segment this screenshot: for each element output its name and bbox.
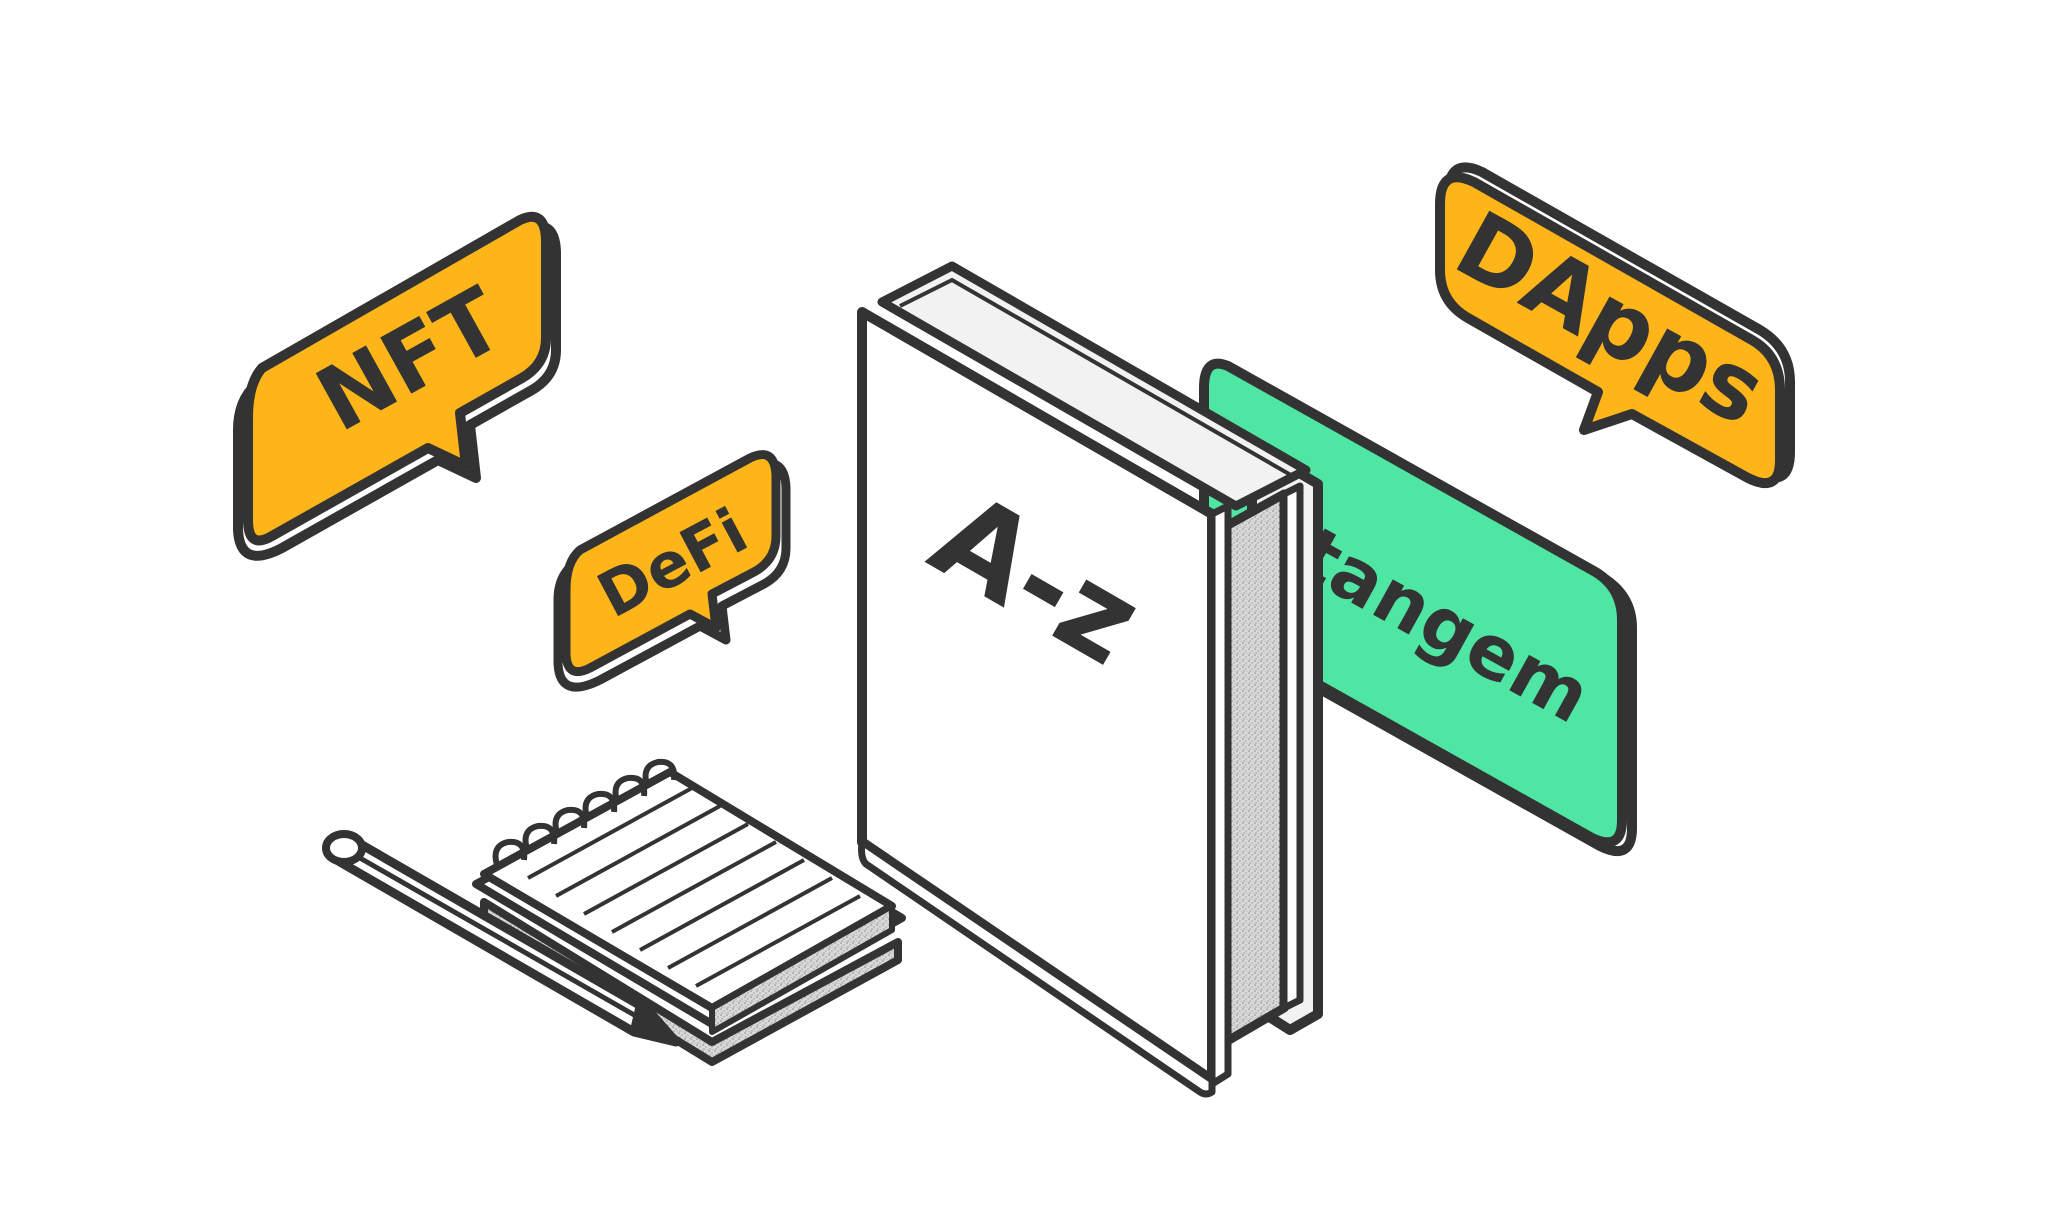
nft-speech-bubble-icon: NFT [233,211,561,561]
dapps-speech-bubble-icon: DApps [1435,162,1795,488]
notepad-icon [472,758,906,1066]
notepad-spiral-icon [492,758,678,870]
book-icon: A-z [857,261,1323,1098]
pencil-icon [322,830,681,1047]
notepad-lines [527,786,861,988]
defi-speech-bubble-icon: DeFi [553,450,791,692]
